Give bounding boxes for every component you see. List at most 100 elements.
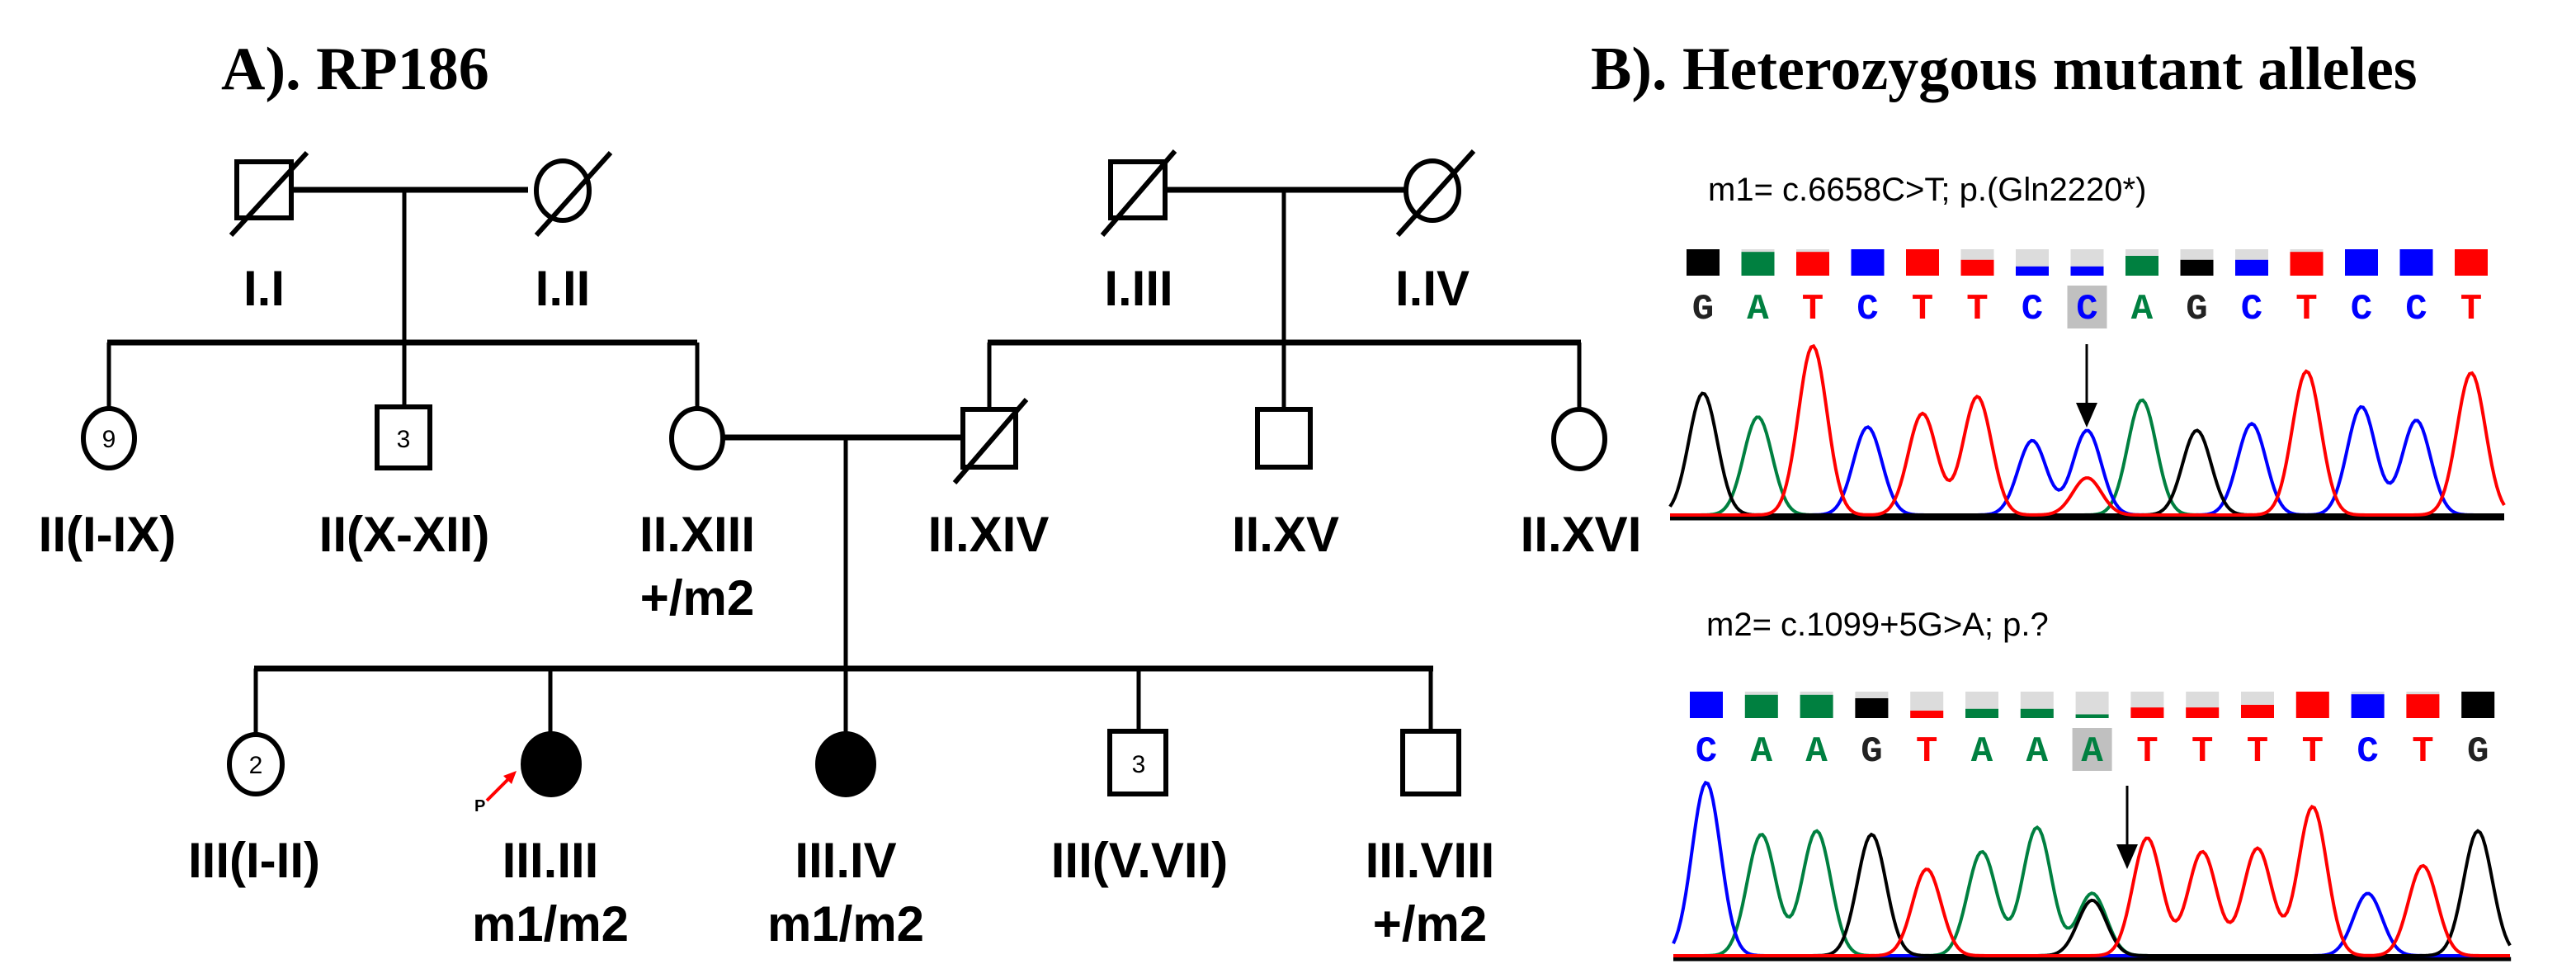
individual-II(I-IX)[interactable]: 9 II(I-IX) — [39, 406, 177, 562]
base-call: G — [2467, 731, 2489, 773]
m2-chromatogram — [1672, 780, 2512, 962]
base-call: G — [1861, 731, 1882, 773]
individual-III.III[interactable]: P III.III m1/m2 — [472, 731, 629, 952]
quality-bar — [2399, 249, 2433, 276]
quality-bar — [1800, 694, 1833, 718]
quality-bar — [1744, 694, 1778, 718]
individual-III.IV[interactable]: III.IV m1/m2 — [767, 731, 924, 952]
base-call: T — [2191, 731, 2213, 773]
quality-bar — [2130, 707, 2164, 718]
quality-bar — [2075, 714, 2109, 718]
female-symbol — [534, 158, 592, 223]
male-symbol — [375, 404, 432, 470]
base-call: C — [1857, 289, 1878, 330]
quality-bar — [1851, 249, 1885, 276]
base-call: A — [1751, 731, 1773, 773]
quality-bar — [2241, 705, 2274, 718]
m2-mutation-arrow — [2116, 786, 2138, 869]
genotype-label: m1/m2 — [472, 896, 629, 952]
quality-bar — [2070, 266, 2104, 276]
individual-label: II(X-XII) — [319, 507, 490, 562]
quality-bar — [1687, 249, 1720, 276]
sibling-count: 3 — [397, 426, 411, 453]
individual-II.XIV[interactable]: II.XIV — [928, 398, 1050, 562]
individual-II.XV[interactable]: II.XV — [1232, 407, 1339, 562]
individual-I.IV[interactable]: I.IV — [1395, 149, 1476, 316]
base-call: C — [2351, 289, 2372, 330]
base-call: A — [2026, 731, 2049, 773]
quality-bar — [1690, 692, 1723, 718]
base-call: T — [2136, 731, 2158, 773]
genotype-label: +/m2 — [1373, 896, 1487, 952]
trace-A — [1673, 825, 2510, 957]
base-call: T — [2412, 731, 2433, 773]
female-symbol — [81, 406, 137, 470]
pedigree-individuals: I.I I.II I.III I.IV 9 II(I-IX) 3 II(X-XI… — [39, 149, 1642, 952]
base-call: A — [1971, 731, 1993, 773]
quality-bar — [1906, 249, 1939, 276]
individual-III.VIII[interactable]: III.VIII +/m2 — [1366, 729, 1495, 952]
base-call: A — [1747, 289, 1769, 330]
deceased-slash — [229, 150, 309, 238]
affected-female-symbol — [521, 731, 582, 797]
base-call: T — [2247, 731, 2268, 773]
individual-label: I.I — [243, 261, 285, 316]
deceased-slash — [1395, 149, 1476, 238]
quality-bar — [2455, 249, 2488, 276]
quality-bar — [2345, 249, 2378, 276]
trace-T — [1670, 343, 2506, 517]
m1-mutation-arrow — [2076, 344, 2097, 428]
individual-III(I-II)[interactable]: 2 III(I-II) — [188, 732, 320, 888]
individual-I.I[interactable]: I.I — [229, 150, 309, 316]
base-call: C — [1696, 731, 1717, 773]
deceased-slash — [534, 150, 613, 238]
m1-chromatogram — [1668, 343, 2506, 521]
proband-marker: P — [474, 797, 485, 815]
individual-label: III(V.VII) — [1051, 833, 1229, 888]
quality-bar — [1741, 252, 1775, 276]
individual-II.XVI[interactable]: II.XVI — [1521, 407, 1642, 562]
quality-bar — [2406, 694, 2440, 718]
quality-bar — [2235, 259, 2268, 276]
male-symbol — [1107, 729, 1168, 796]
m2-quality-bars — [1690, 692, 2495, 718]
genotype-label: m1/m2 — [767, 896, 924, 952]
base-call: G — [2186, 289, 2207, 330]
base-call: T — [1802, 289, 1823, 330]
individual-label: III.III — [502, 833, 599, 888]
deceased-slash — [1100, 149, 1177, 237]
quality-bar — [2180, 259, 2214, 276]
quality-bar — [1960, 259, 1994, 276]
sibling-count: 2 — [249, 752, 263, 779]
individual-III(V.VII)[interactable]: 3 III(V.VII) — [1051, 729, 1229, 888]
trace-T — [1673, 805, 2510, 957]
individual-I.II[interactable]: I.II — [534, 150, 613, 316]
quality-bar — [1910, 711, 1944, 718]
individual-label: II(I-IX) — [39, 507, 177, 562]
base-call: A — [1805, 731, 1828, 773]
individual-II(X-XII)[interactable]: 3 II(X-XII) — [319, 404, 490, 562]
base-call: C — [2241, 289, 2262, 330]
m1-quality-bars — [1687, 249, 2488, 276]
female-symbol — [669, 406, 725, 470]
quality-bar — [2290, 252, 2324, 276]
quality-bar — [1796, 252, 1829, 276]
base-call: T — [1912, 289, 1933, 330]
individual-label: III.IV — [795, 833, 896, 888]
individual-I.III[interactable]: I.III — [1100, 149, 1177, 316]
individual-label: I.II — [535, 261, 591, 316]
individual-II.XIII[interactable]: II.XIII +/m2 — [639, 406, 755, 626]
pedigree-lines — [106, 187, 1582, 733]
individual-label: II.XVI — [1521, 507, 1642, 562]
female-symbol — [1404, 158, 1461, 223]
base-call: A — [2081, 731, 2103, 773]
quality-bar — [2186, 707, 2220, 718]
base-call: T — [1966, 289, 1988, 330]
sibling-count: 3 — [1132, 751, 1146, 778]
affected-female-symbol — [815, 731, 876, 797]
panel-a-title: A). RP186 — [221, 35, 489, 103]
